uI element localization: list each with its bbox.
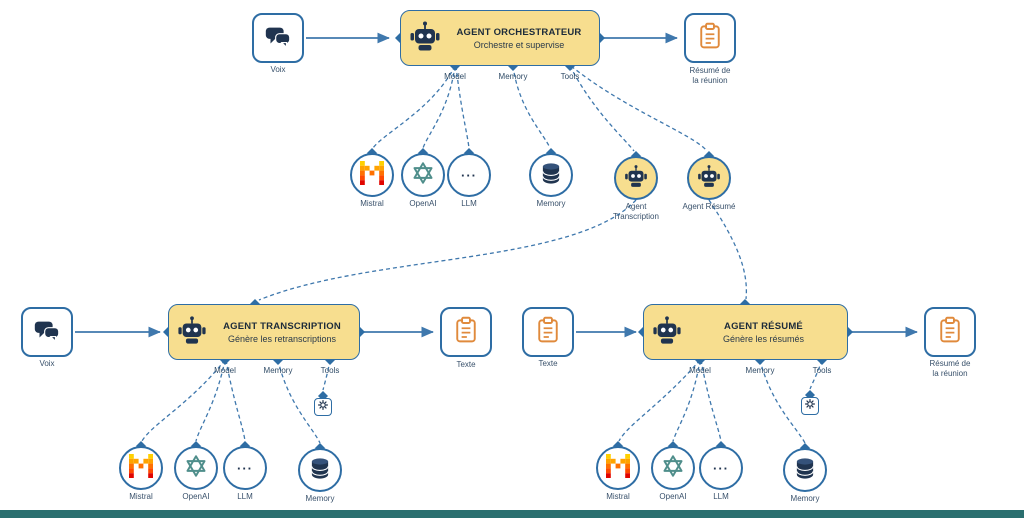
llm-dots-icon: ··· [237,460,253,476]
openai-icon [660,453,686,484]
orchestrator-port-tools: Tools [560,72,580,81]
orchestrator-subtitle: Orchestre et supervise [473,39,565,50]
robot-icon [409,20,441,57]
robot-icon [652,315,682,350]
llm-label-top: LLM [461,199,477,208]
openai-label-top: OpenAI [409,199,437,208]
openai-label-resume: OpenAI [659,492,687,501]
resume-port-memory: Memory [745,366,775,375]
clipboard-icon [534,316,562,349]
memory-node-transcription[interactable] [298,448,342,492]
resume-port-tools: Tools [812,366,832,375]
gear-icon [804,397,816,415]
llm-dots-icon: ··· [713,460,729,476]
robot-icon [177,315,207,350]
openai-icon [183,453,209,484]
voice-input-label-top: Voix [270,65,286,74]
orchestrator-port-model: Model [444,72,466,81]
llm-node-transcription[interactable]: ··· [223,446,267,490]
mistral-node-transcription[interactable] [119,446,163,490]
llm-node-top[interactable]: ··· [447,153,491,197]
transcription-port-tools: Tools [320,366,340,375]
orchestrator-title: AGENT ORCHESTRATEUR [456,26,582,38]
summary-output-node-top[interactable] [684,13,736,63]
openai-node-resume[interactable] [651,446,695,490]
resume-port-model: Model [689,366,711,375]
orchestrator-port-memory: Memory [498,72,528,81]
resume-subtitle: Génère les résumés [722,333,805,344]
mistral-label-resume: Mistral [606,492,630,501]
robot-icon [624,164,648,193]
mistral-node-top[interactable] [350,153,394,197]
clipboard-icon [936,316,964,349]
agent-resume-tool-label: Agent Résumé [682,202,736,211]
database-icon [792,455,818,486]
transcription-subtitle: Génère les retranscriptions [227,333,337,344]
voice-input-label-bottom: Voix [39,359,55,368]
gear-icon [317,398,329,416]
agent-resume-tool-node[interactable] [687,156,731,200]
mistral-label-top: Mistral [360,199,384,208]
agent-resume-node[interactable]: AGENT RÉSUMÉ Génère les résumés [643,304,848,360]
transcription-port-memory: Memory [263,366,293,375]
agent-transcription-node[interactable]: AGENT TRANSCRIPTION Génère les retranscr… [168,304,360,360]
openai-label-transcription: OpenAI [182,492,210,501]
mistral-icon [129,453,153,483]
tool-node-resume[interactable] [801,397,819,415]
openai-node-top[interactable] [401,153,445,197]
agent-orchestrator-node[interactable]: AGENT ORCHESTRATEUR Orchestre et supervi… [400,10,600,66]
database-icon [538,160,564,191]
summary-output-label-top: Résumé de la réunion [689,66,731,85]
main-flow-edges [75,32,918,338]
llm-dots-icon: ··· [461,167,477,183]
openai-node-transcription[interactable] [174,446,218,490]
background-strip [0,510,1024,518]
chat-icon [263,21,293,56]
clipboard-icon [452,316,480,349]
mistral-label-transcription: Mistral [129,492,153,501]
llm-node-resume[interactable]: ··· [699,446,743,490]
resume-title: AGENT RÉSUMÉ [724,320,803,332]
llm-label-transcription: LLM [237,492,253,501]
voice-input-node-bottom[interactable] [21,307,73,357]
texte-input-node[interactable] [522,307,574,357]
memory-node-resume[interactable] [783,448,827,492]
summary-output-label-bottom: Résumé de la réunion [929,359,971,378]
clipboard-icon [696,22,724,55]
texte-input-label: Texte [538,359,558,368]
connection-diamonds[interactable] [136,33,853,453]
chat-icon [32,315,62,350]
memory-label-top: Memory [536,199,566,208]
memory-label-transcription: Memory [305,494,335,503]
agent-transcription-tool-node[interactable] [614,156,658,200]
transcription-title: AGENT TRANSCRIPTION [223,320,341,332]
agent-transcription-tool-label: Agent Transcription [613,202,659,221]
summary-output-node-bottom[interactable] [924,307,976,357]
mistral-icon [360,160,384,190]
texte-output-label: Texte [456,360,476,369]
voice-input-node-top[interactable] [252,13,304,63]
resource-edges [141,65,823,444]
memory-node-top[interactable] [529,153,573,197]
mistral-node-resume[interactable] [596,446,640,490]
openai-icon [410,160,436,191]
memory-label-resume: Memory [790,494,820,503]
llm-label-resume: LLM [713,492,729,501]
database-icon [307,455,333,486]
texte-output-node[interactable] [440,307,492,357]
mistral-icon [606,453,630,483]
tool-node-transcription[interactable] [314,398,332,416]
transcription-port-model: Model [214,366,236,375]
robot-icon [697,164,721,193]
